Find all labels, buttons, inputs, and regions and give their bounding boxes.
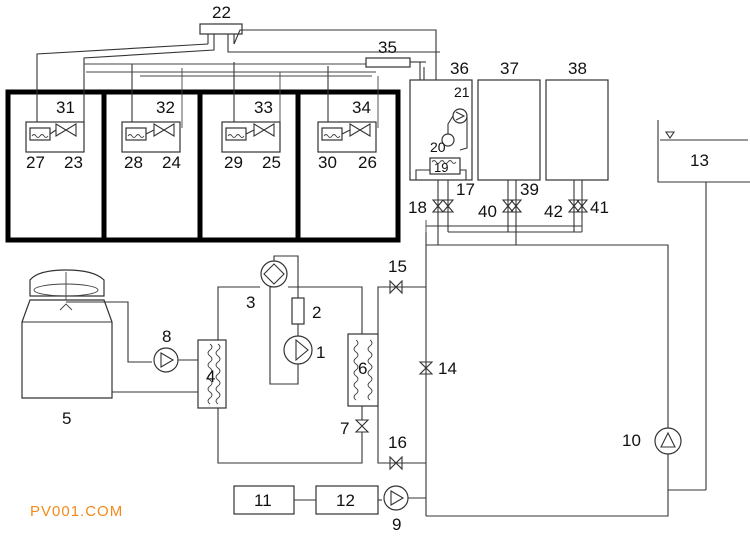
label-34: 34 bbox=[352, 98, 371, 117]
label-18: 18 bbox=[408, 198, 427, 217]
room-2 bbox=[101, 89, 203, 243]
label-5: 5 bbox=[62, 409, 71, 428]
label-1: 1 bbox=[316, 343, 325, 362]
manifold-22 bbox=[199, 23, 243, 35]
unit-37 bbox=[477, 79, 541, 181]
bottom-chain bbox=[233, 485, 426, 515]
label-26: 26 bbox=[358, 153, 377, 172]
label-35: 35 bbox=[378, 38, 397, 57]
label-22: 22 bbox=[212, 3, 231, 22]
rooms bbox=[5, 89, 401, 243]
label-24: 24 bbox=[162, 153, 181, 172]
label-39: 39 bbox=[520, 180, 539, 199]
label-25: 25 bbox=[262, 153, 281, 172]
label-8: 8 bbox=[162, 327, 171, 346]
label-42: 42 bbox=[544, 202, 563, 221]
pump-8 bbox=[153, 347, 179, 373]
label-33: 33 bbox=[254, 98, 273, 117]
label-36: 36 bbox=[450, 59, 469, 78]
label-13: 13 bbox=[690, 151, 709, 170]
main-loop bbox=[418, 232, 682, 516]
pump-9 bbox=[383, 485, 409, 511]
manifold-22-lines bbox=[36, 23, 440, 128]
label-11: 11 bbox=[254, 491, 272, 510]
label-4: 4 bbox=[206, 367, 215, 386]
tank-13 bbox=[426, 120, 750, 517]
four-way-valve-3 bbox=[260, 260, 288, 288]
label-20: 20 bbox=[430, 139, 446, 155]
label-6: 6 bbox=[358, 359, 367, 378]
label-29: 29 bbox=[224, 153, 243, 172]
watermark: PV001.COM bbox=[30, 503, 123, 520]
label-7: 7 bbox=[340, 419, 349, 438]
label-41: 41 bbox=[590, 198, 609, 217]
label-16: 16 bbox=[388, 433, 407, 452]
label-32: 32 bbox=[156, 98, 175, 117]
label-14: 14 bbox=[438, 359, 457, 378]
label-23: 23 bbox=[64, 153, 83, 172]
label-19: 19 bbox=[434, 160, 448, 175]
unit-38 bbox=[545, 79, 609, 181]
heat-exchanger-6 bbox=[347, 333, 379, 407]
label-10: 10 bbox=[622, 431, 641, 450]
label-21: 21 bbox=[454, 84, 470, 100]
label-28: 28 bbox=[124, 153, 143, 172]
label-15: 15 bbox=[388, 257, 407, 276]
refrigerant-loop bbox=[197, 255, 363, 409]
cooling-tower-5 bbox=[21, 269, 198, 399]
label-30: 30 bbox=[318, 153, 337, 172]
label-38: 38 bbox=[568, 59, 587, 78]
label-31: 31 bbox=[56, 98, 75, 117]
label-3: 3 bbox=[246, 293, 255, 312]
label-17: 17 bbox=[456, 180, 475, 199]
hx-6-group bbox=[217, 279, 426, 471]
labels: 22 35 36 37 38 21 20 19 31 32 33 34 27 2… bbox=[26, 3, 709, 534]
room-3 bbox=[197, 89, 301, 243]
label-37: 37 bbox=[500, 59, 519, 78]
heat-exchanger-4 bbox=[197, 339, 227, 409]
manifold-35 bbox=[365, 57, 411, 68]
label-9: 9 bbox=[392, 515, 401, 534]
outdoor-units bbox=[409, 79, 609, 245]
label-27: 27 bbox=[26, 153, 45, 172]
label-2: 2 bbox=[312, 303, 321, 322]
compressor-1 bbox=[283, 335, 313, 365]
label-40: 40 bbox=[478, 202, 497, 221]
indoor-units bbox=[25, 121, 377, 153]
label-12: 12 bbox=[336, 491, 355, 510]
room-4 bbox=[295, 89, 401, 243]
device-2 bbox=[291, 297, 305, 325]
